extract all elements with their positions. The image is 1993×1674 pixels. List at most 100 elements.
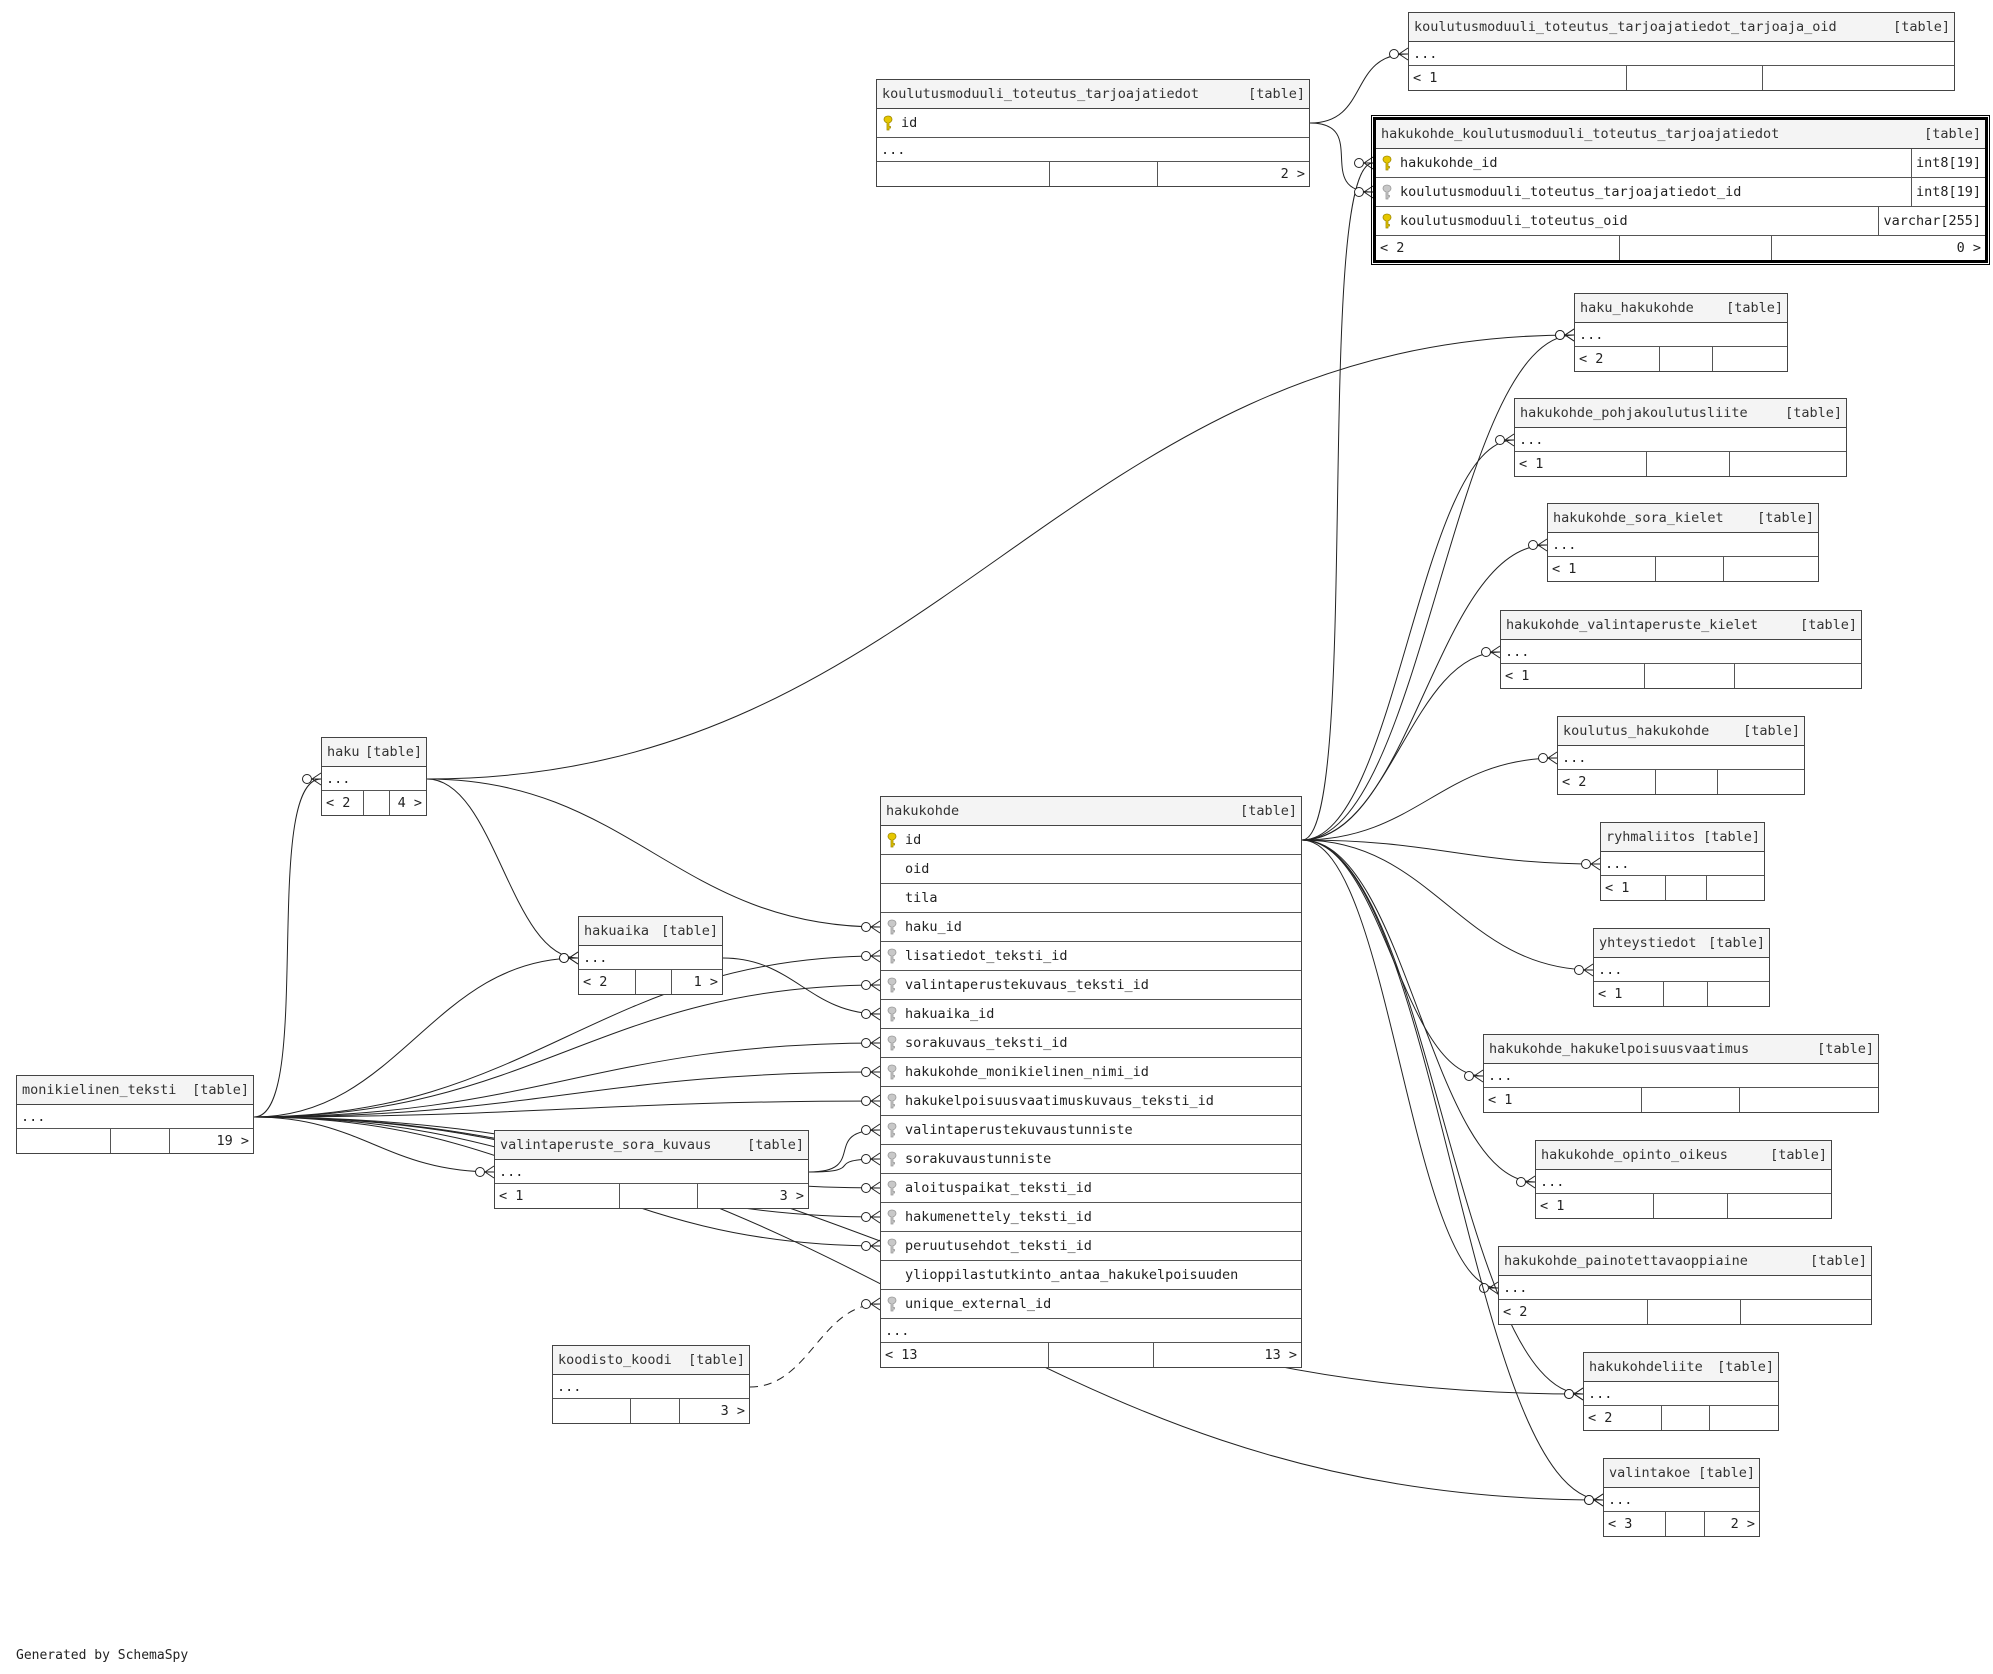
children-count[interactable] <box>1740 1088 1878 1112</box>
parents-count[interactable]: < 2 <box>1584 1406 1662 1430</box>
children-count[interactable]: 19 > <box>216 1133 249 1149</box>
table-footer-spacer[interactable] <box>1656 770 1718 794</box>
table-haku-hakukohde[interactable]: haku_hakukohde[table]...< 2 <box>1574 293 1788 372</box>
parents-count[interactable]: < 2 <box>579 970 637 994</box>
children-count[interactable] <box>1730 452 1846 476</box>
table-footer-spacer[interactable] <box>636 970 672 994</box>
children-count[interactable] <box>1710 1406 1778 1430</box>
column-row[interactable]: id <box>881 826 1301 855</box>
children-count[interactable]: 1 > <box>693 974 718 990</box>
table-footer-spacer[interactable] <box>1620 236 1772 260</box>
table-footer-spacer[interactable] <box>1664 982 1708 1006</box>
children-count[interactable]: 0 > <box>1956 240 1981 256</box>
children-count[interactable] <box>1707 876 1764 900</box>
table-hakukohde-valintaperuste-kielet[interactable]: hakukohde_valintaperuste_kielet[table]..… <box>1500 610 1862 689</box>
parents-count[interactable]: < 1 <box>1601 876 1667 900</box>
table-hakukohde-opinto-oikeus[interactable]: hakukohde_opinto_oikeus[table]...< 1 <box>1535 1140 1832 1219</box>
table-footer-spacer[interactable] <box>1660 347 1713 371</box>
parents-count[interactable]: < 1 <box>1548 557 1656 581</box>
children-count[interactable] <box>1741 1300 1871 1324</box>
column-row[interactable]: lisatiedot_teksti_id <box>881 942 1301 971</box>
children-count[interactable] <box>1763 66 1954 90</box>
column-row[interactable]: sorakuvaustunniste <box>881 1145 1301 1174</box>
table-footer-spacer[interactable] <box>364 791 390 815</box>
table-footer-spacer[interactable] <box>111 1129 171 1153</box>
column-row[interactable]: haku_id <box>881 913 1301 942</box>
column-row[interactable]: hakukelpoisuusvaatimuskuvaus_teksti_id <box>881 1087 1301 1116</box>
parents-count[interactable]: < 1 <box>1501 664 1645 688</box>
table-ryhmaliitos[interactable]: ryhmaliitos[table]...< 1 <box>1600 822 1765 901</box>
table-footer-spacer[interactable] <box>1049 1343 1154 1367</box>
children-count[interactable] <box>1713 347 1787 371</box>
table-hakukohde-hakukelpoisuusvaatimus[interactable]: hakukohde_hakukelpoisuusvaatimus[table].… <box>1483 1034 1879 1113</box>
children-count[interactable]: 2 > <box>1280 166 1305 182</box>
children-count[interactable]: 4 > <box>397 795 422 811</box>
parents-count[interactable]: < 1 <box>1409 66 1627 90</box>
table-hakukohde-sora-kielet[interactable]: hakukohde_sora_kielet[table]...< 1 <box>1547 503 1819 582</box>
parents-count[interactable]: < 1 <box>1594 982 1664 1006</box>
column-row[interactable]: hakumenettely_teksti_id <box>881 1203 1301 1232</box>
table-footer-spacer[interactable] <box>1647 452 1731 476</box>
table-yhteystiedot[interactable]: yhteystiedot[table]...< 1 <box>1593 928 1770 1007</box>
parents-count[interactable]: < 13 <box>881 1343 1049 1367</box>
parents-count[interactable] <box>877 162 1050 186</box>
children-count[interactable] <box>1728 1194 1831 1218</box>
parents-count[interactable]: < 2 <box>1376 236 1620 260</box>
table-monikielinen-teksti[interactable]: monikielinen_teksti[table]...19 > <box>16 1075 254 1154</box>
table-footer-spacer[interactable] <box>1666 876 1707 900</box>
column-row[interactable]: aloituspaikat_teksti_id <box>881 1174 1301 1203</box>
table-footer-spacer[interactable] <box>631 1399 681 1423</box>
column-row[interactable]: tila <box>881 884 1301 913</box>
table-hakukohdeliite[interactable]: hakukohdeliite[table]...< 2 <box>1583 1352 1779 1431</box>
children-count[interactable] <box>1708 982 1769 1006</box>
table-footer-spacer[interactable] <box>1627 66 1764 90</box>
table-footer-spacer[interactable] <box>1656 557 1724 581</box>
parents-count[interactable]: < 1 <box>1536 1194 1654 1218</box>
children-count[interactable]: 3 > <box>779 1188 804 1204</box>
column-row[interactable]: koulutusmoduuli_toteutus_tarjoajatiedot_… <box>1376 178 1985 207</box>
table-hakukohde-pohjakoulutusliite[interactable]: hakukohde_pohjakoulutusliite[table]...< … <box>1514 398 1847 477</box>
column-row[interactable]: id <box>877 109 1309 138</box>
parents-count[interactable]: < 1 <box>495 1184 621 1208</box>
table-footer-spacer[interactable] <box>1050 162 1158 186</box>
children-count[interactable]: 13 > <box>1264 1347 1297 1363</box>
table-footer-spacer[interactable] <box>1662 1406 1711 1430</box>
parents-count[interactable] <box>17 1129 112 1153</box>
column-row[interactable]: valintaperustekuvaus_teksti_id <box>881 971 1301 1000</box>
table-koodisto-koodi[interactable]: koodisto_koodi[table]...3 > <box>552 1345 750 1424</box>
column-row[interactable]: ylioppilastutkinto_antaa_hakukelpoisuude… <box>881 1261 1301 1290</box>
column-row[interactable]: peruutusehdot_teksti_id <box>881 1232 1301 1261</box>
parents-count[interactable]: < 1 <box>1515 452 1648 476</box>
table-koulutusmoduuli-toteutus-tarjoajatiedot-tarjoaja-oid[interactable]: koulutusmoduuli_toteutus_tarjoajatiedot_… <box>1408 12 1955 91</box>
column-row[interactable]: sorakuvaus_teksti_id <box>881 1029 1301 1058</box>
children-count[interactable] <box>1735 664 1861 688</box>
parents-count[interactable]: < 2 <box>1575 347 1660 371</box>
children-count[interactable]: 3 > <box>720 1403 745 1419</box>
column-row[interactable]: hakuaika_id <box>881 1000 1301 1029</box>
parents-count[interactable]: < 3 <box>1604 1512 1666 1536</box>
table-footer-spacer[interactable] <box>1642 1088 1741 1112</box>
children-count[interactable] <box>1724 557 1819 581</box>
table-koulutusmoduuli-toteutus-tarjoajatiedot[interactable]: koulutusmoduuli_toteutus_tarjoajatiedot[… <box>876 79 1310 187</box>
table-footer-spacer[interactable] <box>1666 1512 1705 1536</box>
table-koulutus-hakukohde[interactable]: koulutus_hakukohde[table]...< 2 <box>1557 716 1805 795</box>
parents-count[interactable]: < 2 <box>322 791 364 815</box>
parents-count[interactable] <box>553 1399 632 1423</box>
table-footer-spacer[interactable] <box>1648 1300 1741 1324</box>
table-footer-spacer[interactable] <box>620 1184 699 1208</box>
children-count[interactable]: 2 > <box>1730 1516 1755 1532</box>
column-row[interactable]: oid <box>881 855 1301 884</box>
column-row[interactable]: valintaperustekuvaustunniste <box>881 1116 1301 1145</box>
children-count[interactable] <box>1718 770 1804 794</box>
table-footer-spacer[interactable] <box>1645 664 1735 688</box>
parents-count[interactable]: < 2 <box>1499 1300 1648 1324</box>
column-row[interactable]: hakukohde_monikielinen_nimi_id <box>881 1058 1301 1087</box>
table-hakukohde-painotettavaoppiaine[interactable]: hakukohde_painotettavaoppiaine[table]...… <box>1498 1246 1872 1325</box>
